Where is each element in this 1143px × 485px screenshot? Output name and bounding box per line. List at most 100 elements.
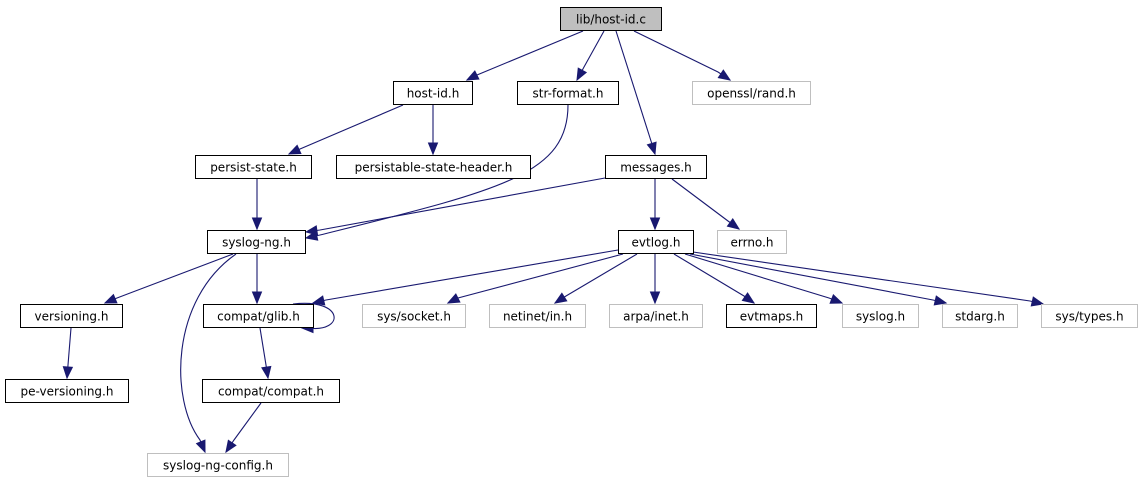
arrowhead-icon <box>304 225 319 236</box>
node-box <box>717 230 787 254</box>
node-label: host-id.h <box>407 87 460 101</box>
node-label: sys/types.h <box>1055 310 1123 324</box>
node-box <box>393 81 473 105</box>
node-netinet-in-h: netinet/in.h <box>489 304 586 328</box>
node-label: evtmaps.h <box>740 310 804 324</box>
node-box <box>203 304 314 328</box>
node-syslog-h: syslog.h <box>842 304 919 328</box>
node-persistable-state-header-h[interactable]: persistable-state-header.h <box>336 155 531 179</box>
node-box <box>195 155 312 179</box>
node-box <box>517 81 619 105</box>
node-evtmaps-h[interactable]: evtmaps.h <box>726 304 817 328</box>
node-messages-h[interactable]: messages.h <box>605 155 707 179</box>
edge-line <box>104 253 234 304</box>
node-sys-types-h: sys/types.h <box>1041 304 1138 328</box>
node-openssl-rand-h: openssl/rand.h <box>692 81 811 105</box>
node-syslog-ng-config-h: syslog-ng-config.h <box>147 453 289 477</box>
arrowhead-icon <box>726 217 741 230</box>
arrowhead-icon <box>225 439 237 454</box>
node-pe-versioning-h[interactable]: pe-versioning.h <box>5 379 129 403</box>
arrowhead-icon <box>646 141 657 156</box>
node-label: arpa/inet.h <box>623 310 689 324</box>
edge-host-id-c-to-openssl-rand-h <box>633 30 732 81</box>
node-box <box>489 304 586 328</box>
arrowhead-icon <box>251 291 263 305</box>
edge-evtlog-h-to-arpa-inet-h <box>649 254 661 305</box>
node-label: str-format.h <box>533 87 604 101</box>
node-arpa-inet-h: arpa/inet.h <box>609 304 703 328</box>
node-box <box>362 304 466 328</box>
edge-host-id-c-to-host-id-h <box>465 30 584 81</box>
arrowhead-icon <box>1030 296 1045 307</box>
node-str-format-h[interactable]: str-format.h <box>517 81 619 105</box>
node-sys-socket-h: sys/socket.h <box>362 304 466 328</box>
node-syslog-ng-h[interactable]: syslog-ng.h <box>207 230 306 254</box>
arrowhead-icon <box>553 292 568 304</box>
node-evtlog-h[interactable]: evtlog.h <box>618 230 694 254</box>
edge-host-id-h-to-persistable-state-header-h <box>427 105 439 156</box>
edge-evtlog-h-to-netinet-in-h <box>553 253 638 304</box>
node-stdarg-h: stdarg.h <box>942 304 1018 328</box>
edge-syslog-ng-h-to-versioning-h <box>103 253 234 304</box>
edge-line <box>689 253 947 304</box>
node-label: persist-state.h <box>210 161 297 175</box>
edge-syslog-ng-h-to-syslog-ng-config-h <box>180 253 237 454</box>
node-persist-state-h[interactable]: persist-state.h <box>195 155 312 179</box>
node-label: messages.h <box>620 161 692 175</box>
arrowhead-icon <box>446 293 461 304</box>
node-box <box>5 379 129 403</box>
node-label: evtlog.h <box>632 236 681 250</box>
node-box <box>609 304 703 328</box>
edge-messages-h-to-errno-h <box>671 178 741 230</box>
edge-host-id-c-to-messages-h <box>615 30 657 156</box>
node-versioning-h[interactable]: versioning.h <box>20 304 123 328</box>
arrowhead-icon <box>465 70 480 81</box>
edge-line <box>673 253 755 304</box>
edge-line <box>466 30 584 81</box>
node-label: syslog.h <box>856 310 905 324</box>
edge-messages-h-to-syslog-ng-h <box>304 177 606 236</box>
arrowhead-icon <box>649 291 661 305</box>
node-label: syslog-ng-config.h <box>163 459 273 473</box>
edge-host-id-h-to-persist-state-h <box>287 104 404 155</box>
edge-compat-compat-h-to-syslog-ng-config-h <box>225 402 262 454</box>
edge-syslog-ng-h-to-compat-glib-h <box>251 254 263 305</box>
node-box <box>202 379 340 403</box>
nodes-layer: lib/host-id.c host-id.h str-format.h openss… <box>5 7 1138 477</box>
node-label: openssl/rand.h <box>707 87 796 101</box>
node-label: compat/glib.h <box>217 310 300 324</box>
arrowhead-icon <box>933 295 948 306</box>
arrowhead-icon <box>261 365 272 380</box>
edge-line <box>615 30 656 155</box>
arrowhead-icon <box>195 439 206 454</box>
arrowhead-icon <box>287 144 302 155</box>
node-host-id-c[interactable]: lib/host-id.c <box>560 7 662 31</box>
edge-compat-glib-h-to-compat-compat-h <box>259 327 272 380</box>
node-box <box>942 304 1018 328</box>
edge-host-id-c-to-str-format-h <box>576 30 605 82</box>
node-label: errno.h <box>731 236 774 250</box>
node-compat-glib-h[interactable]: compat/glib.h <box>203 304 314 328</box>
node-box <box>618 230 694 254</box>
node-box <box>692 81 811 105</box>
arrowhead-icon <box>829 293 844 304</box>
node-box <box>147 453 289 477</box>
node-label: stdarg.h <box>955 310 1005 324</box>
edge-evtlog-h-to-syslog-h <box>684 253 844 304</box>
node-host-id-h[interactable]: host-id.h <box>393 81 473 105</box>
node-label: syslog-ng.h <box>222 236 291 250</box>
arrowhead-icon <box>427 142 439 156</box>
edge-line <box>671 178 740 230</box>
edge-evtlog-h-to-evtmaps-h <box>673 253 756 304</box>
arrowhead-icon <box>251 217 263 231</box>
edge-evtlog-h-to-compat-glib-h <box>311 249 619 306</box>
edge-line <box>305 177 606 233</box>
node-label: lib/host-id.c <box>576 13 646 27</box>
arrowhead-icon <box>311 295 326 306</box>
node-label: pe-versioning.h <box>21 385 114 399</box>
arrowhead-icon <box>649 217 661 231</box>
node-box <box>726 304 817 328</box>
node-compat-compat-h[interactable]: compat/compat.h <box>202 379 340 403</box>
edge-line <box>312 249 619 304</box>
